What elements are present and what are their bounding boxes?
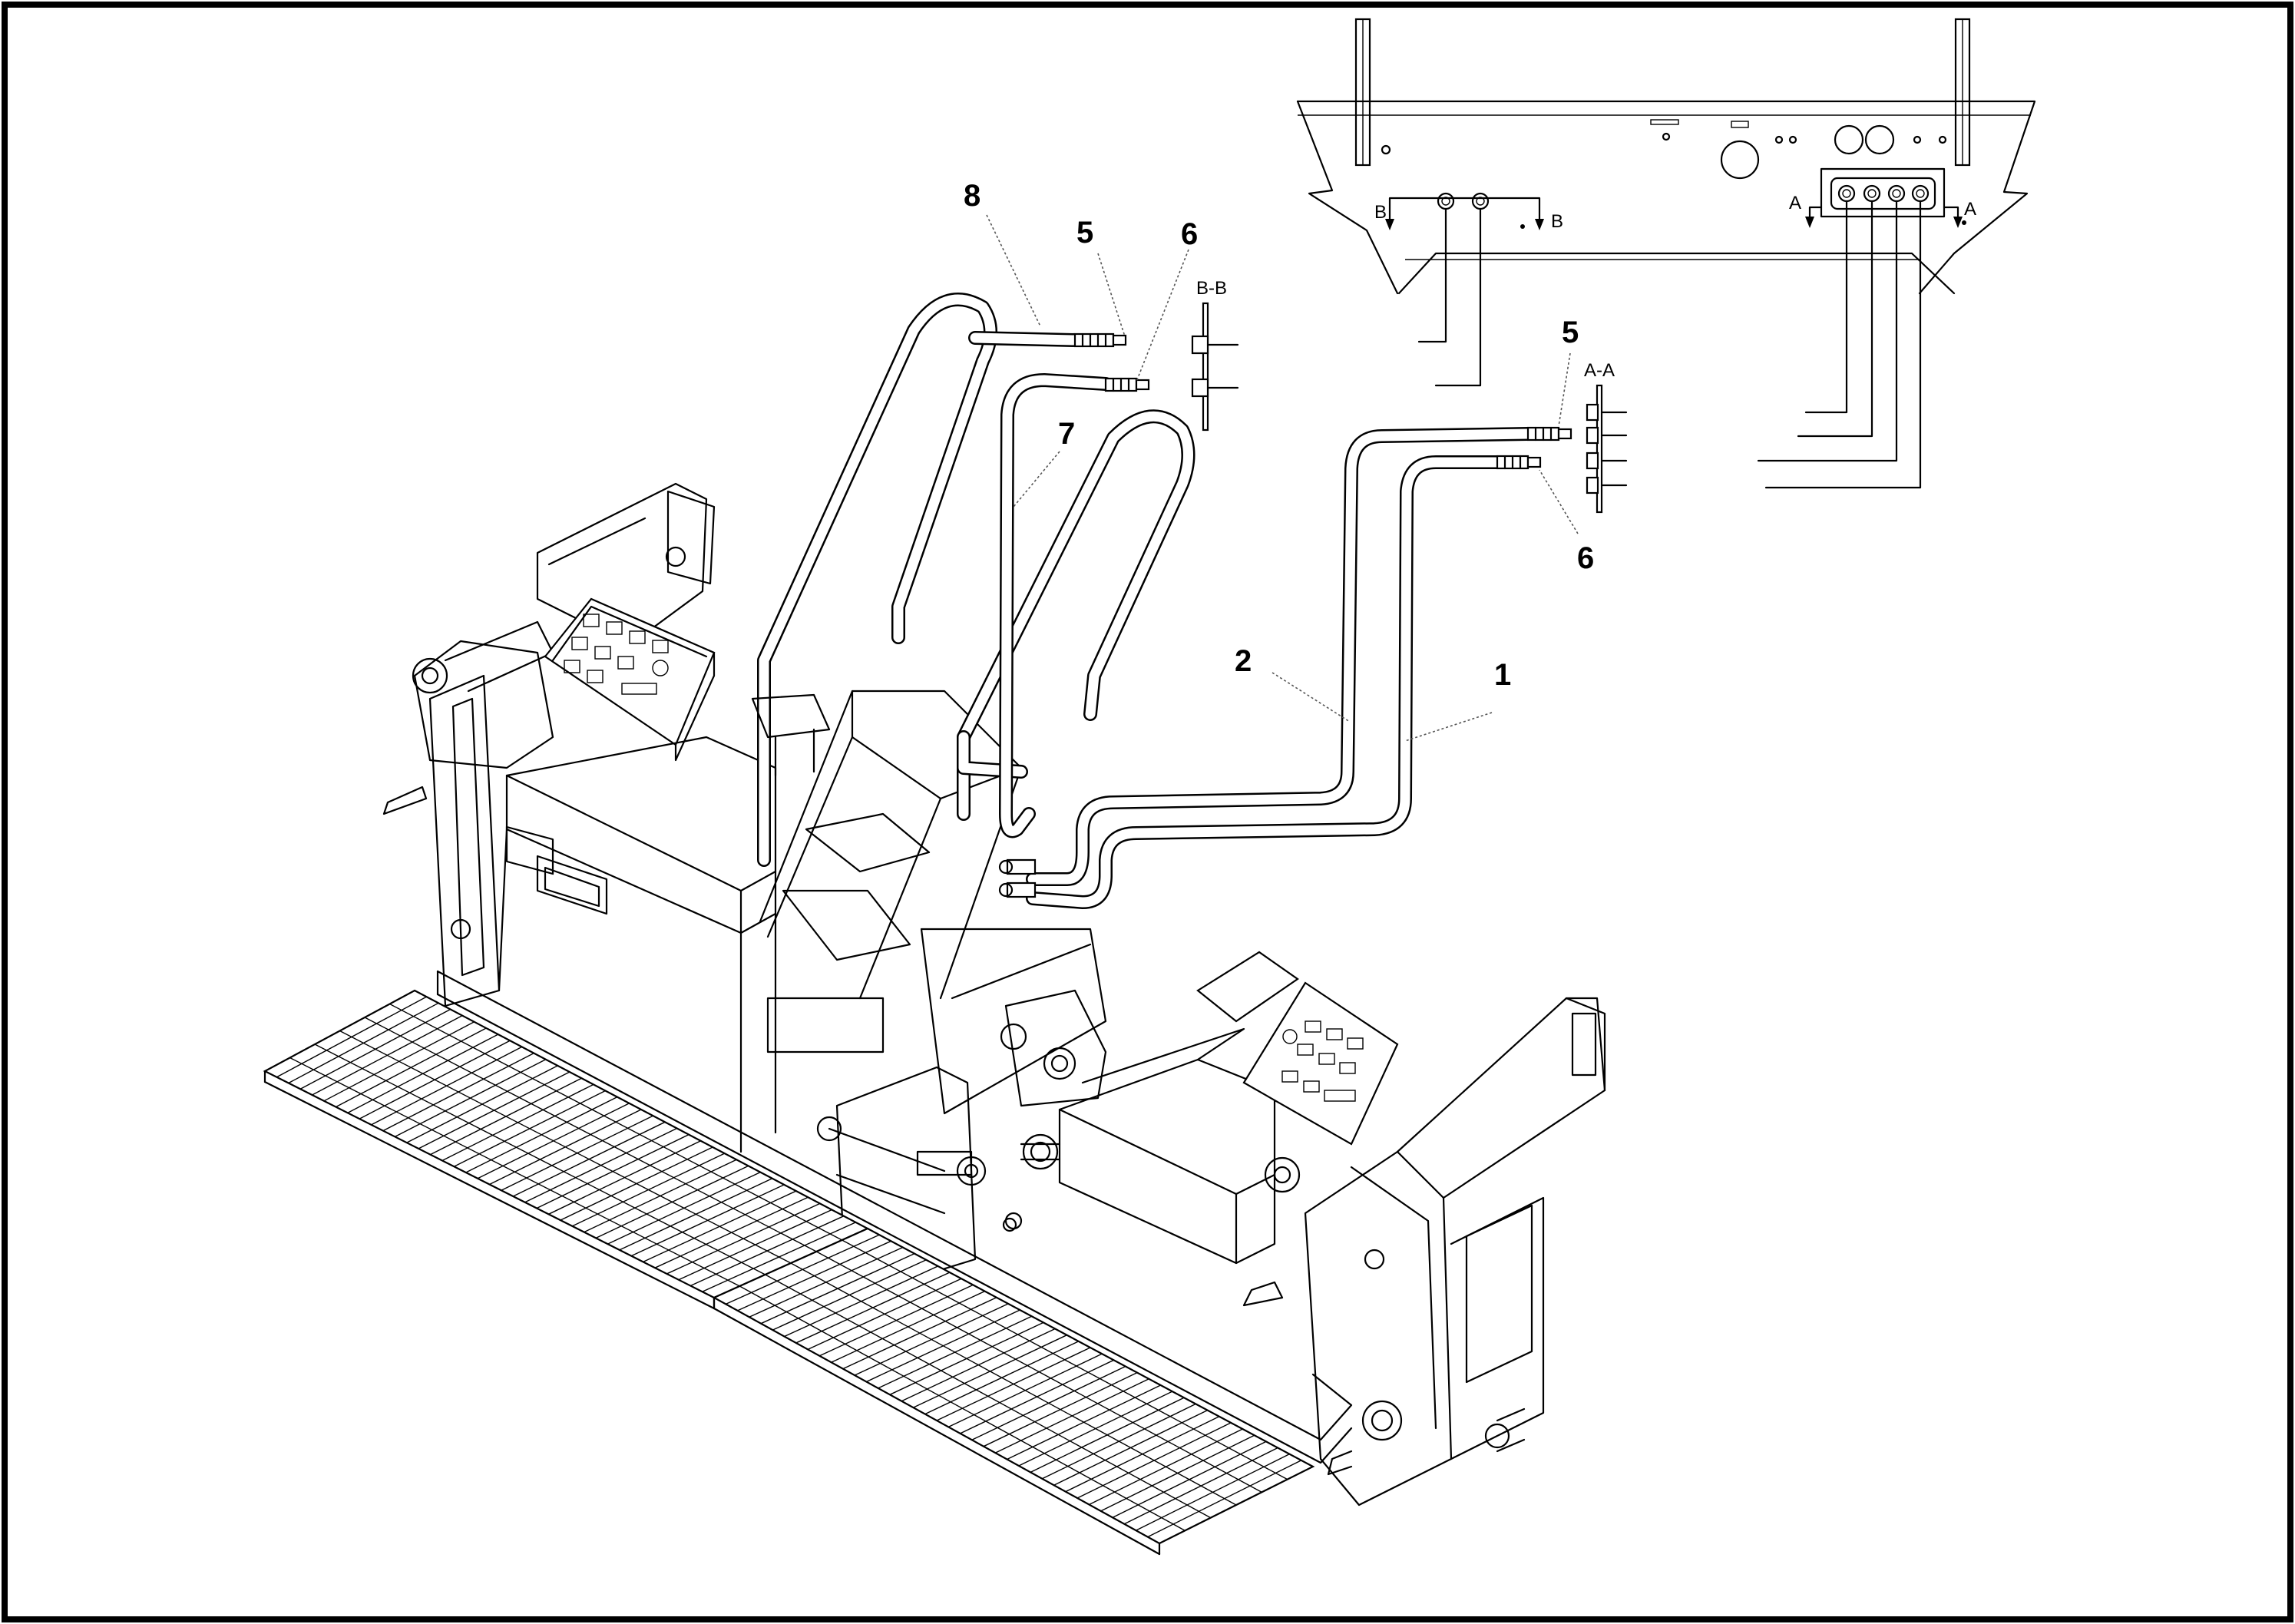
- section-a-left-label: A: [1789, 193, 1801, 213]
- right-control-buttons: [1281, 1020, 1364, 1102]
- handrails: [757, 293, 1195, 867]
- callout-1: 1: [1494, 658, 1511, 692]
- callout-6-top: 6: [1181, 217, 1198, 251]
- hose-7: [999, 373, 1113, 838]
- paver-screed-assembly: [382, 482, 1606, 1507]
- section-a-right-label: A: [1964, 199, 1976, 220]
- frame-detail: [1296, 18, 2036, 489]
- callout-5-top: 5: [1076, 216, 1093, 250]
- callout-7: 7: [1058, 417, 1075, 451]
- grating-panel-left: [263, 989, 870, 1299]
- grating-panel-right: [712, 1227, 1315, 1545]
- hose-1: [1026, 455, 1504, 909]
- left-control-buttons: [564, 614, 669, 695]
- section-b-right-label: B: [1551, 211, 1563, 232]
- callout-5-right: 5: [1562, 316, 1579, 349]
- section-b-left-label: B: [1374, 202, 1387, 223]
- callout-6-right: 6: [1577, 541, 1594, 575]
- walkway-grating: [263, 989, 1315, 1556]
- section-bb-detail: B-B: [1191, 278, 1239, 432]
- hydraulic-hoses: [751, 331, 1572, 909]
- section-aa-detail: A-A: [1584, 360, 1628, 514]
- section-aa-title: A-A: [1584, 360, 1615, 381]
- callout-2: 2: [1235, 644, 1252, 678]
- leader-lines: [986, 214, 1579, 742]
- section-bb-title: B-B: [1196, 278, 1227, 299]
- callout-8: 8: [964, 179, 981, 213]
